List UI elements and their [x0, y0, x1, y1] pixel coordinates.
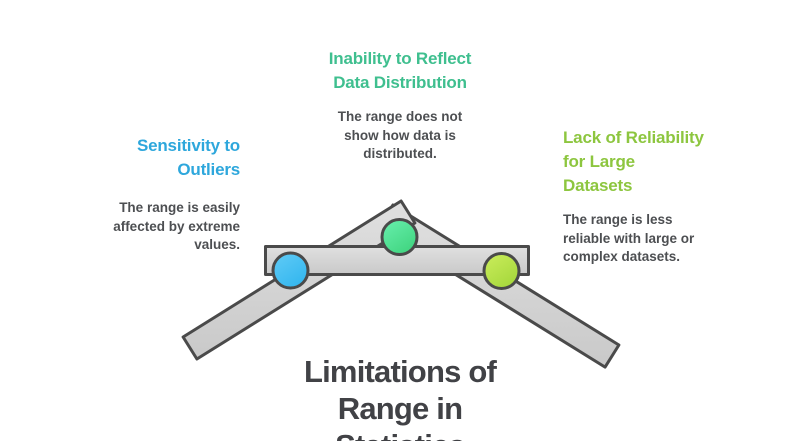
limitation-block-outliers: Sensitivity to Outliers The range is eas… [40, 134, 240, 255]
description-line: distributed. [363, 146, 437, 161]
description-line: values. [194, 237, 240, 252]
dot-outliers-circle [271, 251, 310, 290]
limitation-description: The range is easily affected by extreme … [40, 199, 240, 255]
heading-line: Data Distribution [333, 73, 467, 92]
description-line: The range is less [563, 212, 673, 227]
heading-line: Outliers [177, 160, 240, 179]
dot-distribution-circle [380, 218, 419, 256]
description-line: show how data is [344, 127, 456, 143]
infographic-title: Limitations of Range in Statistics [0, 353, 800, 441]
description-line: complex datasets. [563, 249, 681, 264]
limitation-heading: Inability to Reflect Data Distribution [300, 47, 500, 95]
limitation-block-distribution: Inability to Reflect Data Distribution T… [300, 47, 500, 164]
limitation-heading: Sensitivity to Outliers [40, 134, 240, 182]
title-line: Statistics [0, 427, 800, 441]
heading-line: Sensitivity to [136, 136, 240, 155]
heading-line: Inability to Reflect [328, 49, 472, 68]
heading-line: for Large [563, 152, 635, 171]
description-line: reliable with large or [563, 230, 695, 246]
heading-line: Lack of Reliability [563, 128, 704, 147]
description-line: affected by extreme [113, 218, 240, 234]
title-line: Range in [337, 390, 463, 426]
title-line: Limitations of [303, 353, 497, 389]
heading-line: Datasets [563, 176, 633, 195]
limitation-description: The range does not show how data is dist… [300, 108, 500, 164]
limitation-description: The range is less reliable with large or… [563, 211, 753, 267]
limitation-block-datasets: Lack of Reliability for Large Datasets T… [563, 126, 753, 267]
description-line: The range is easily [119, 200, 240, 215]
description-line: The range does not [337, 109, 463, 124]
limitation-heading: Lack of Reliability for Large Datasets [563, 126, 753, 198]
dot-datasets-circle [482, 252, 521, 290]
